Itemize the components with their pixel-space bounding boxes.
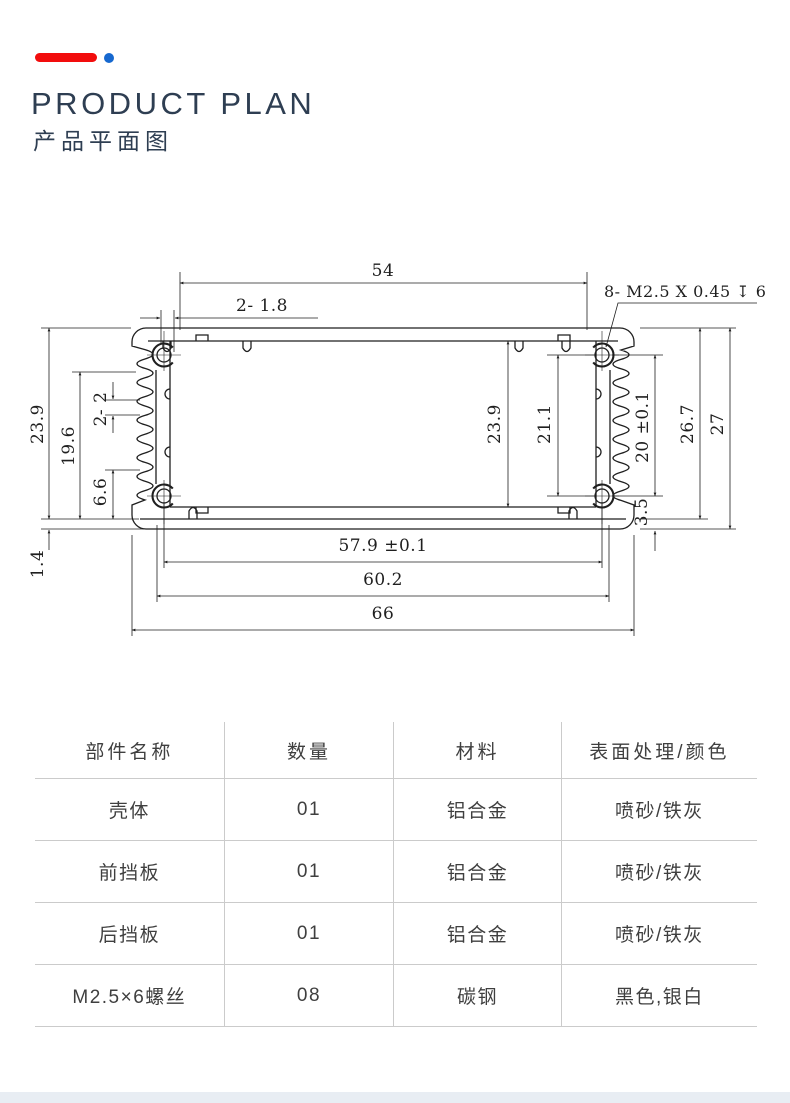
cell-finish-color: 喷砂/铁灰	[561, 778, 757, 841]
header-marks	[35, 53, 114, 63]
dimension-labels: 54 2- 1.8 8- M2.5 X 0.45 ↧ 6 23.9 19.6 2…	[28, 261, 766, 624]
cell-quantity: 08	[224, 964, 395, 1027]
dim-center-21.1: 21.1	[535, 404, 555, 444]
table-row: 前挡板 01 铝合金 喷砂/铁灰	[35, 840, 757, 903]
dim-left-6.6: 6.6	[91, 478, 111, 507]
cell-material: 铝合金	[393, 840, 562, 903]
cell-part-name: M2.5×6螺丝	[35, 964, 225, 1027]
col-header-part-name: 部件名称	[35, 722, 225, 779]
dim-left-19.6: 19.6	[59, 426, 79, 466]
cell-quantity: 01	[224, 840, 395, 903]
cell-part-name: 壳体	[35, 778, 225, 841]
dimension-lines	[41, 272, 757, 636]
cell-material: 碳钢	[393, 964, 562, 1027]
dim-left-2-2: 2- 2	[91, 392, 111, 427]
table-row: M2.5×6螺丝 08 碳钢 黑色,银白	[35, 964, 757, 1027]
dim-left-23.9: 23.9	[28, 404, 48, 444]
dim-right-26.7: 26.7	[678, 404, 698, 444]
page-subtitle: 产品平面图	[33, 128, 173, 154]
page-title: PRODUCT PLAN	[31, 86, 316, 121]
cell-quantity: 01	[224, 902, 395, 965]
dim-bottom-57.9: 57.9 ±0.1	[338, 536, 427, 556]
dim-54: 54	[372, 261, 395, 281]
cell-material: 铝合金	[393, 778, 562, 841]
dim-2-1.8: 2- 1.8	[236, 296, 288, 316]
cell-material: 铝合金	[393, 902, 562, 965]
dim-bottom-66: 66	[372, 604, 395, 624]
cell-quantity: 01	[224, 778, 395, 841]
dim-right-20: 20 ±0.1	[633, 391, 653, 463]
cell-part-name: 后挡板	[35, 902, 225, 965]
footer-strip	[0, 1092, 790, 1103]
dim-right-27: 27	[708, 413, 728, 436]
table-row: 壳体 01 铝合金 喷砂/铁灰	[35, 778, 757, 841]
dim-right-3.5: 3.5	[632, 498, 652, 527]
col-header-material: 材料	[393, 722, 562, 779]
dim-left-1.4: 1.4	[28, 550, 48, 579]
dim-callout-8-m2.5: 8- M2.5 X 0.45 ↧ 6	[604, 282, 766, 301]
dim-bottom-60.2: 60.2	[363, 570, 403, 590]
parts-table: 部件名称 数量 材料 表面处理/颜色 壳体 01 铝合金 喷砂/铁灰 前挡板 0…	[35, 722, 757, 1027]
blue-dot-icon	[104, 53, 114, 63]
technical-drawing: 54 2- 1.8 8- M2.5 X 0.45 ↧ 6 23.9 19.6 2…	[28, 261, 766, 636]
cell-finish-color: 黑色,银白	[561, 964, 757, 1027]
table-header-row: 部件名称 数量 材料 表面处理/颜色	[35, 722, 757, 779]
col-header-quantity: 数量	[224, 722, 395, 779]
col-header-finish-color: 表面处理/颜色	[561, 722, 757, 779]
cell-finish-color: 喷砂/铁灰	[561, 902, 757, 965]
dim-center-23.9: 23.9	[485, 404, 505, 444]
red-dash-icon	[35, 53, 97, 62]
table-row: 后挡板 01 铝合金 喷砂/铁灰	[35, 902, 757, 965]
cell-finish-color: 喷砂/铁灰	[561, 840, 757, 903]
enclosure-profile	[131, 327, 635, 530]
cell-part-name: 前挡板	[35, 840, 225, 903]
